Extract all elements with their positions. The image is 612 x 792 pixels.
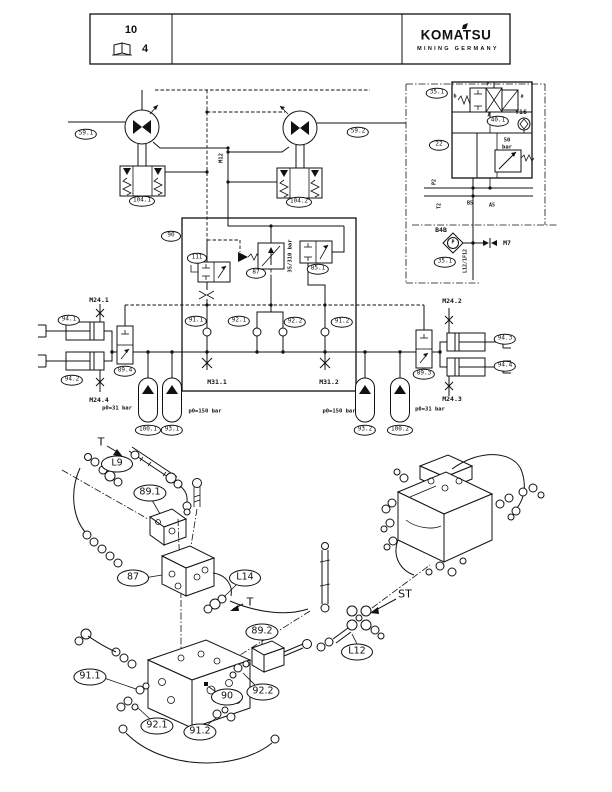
callout-94-3: 94.3 [493,333,517,345]
iso-callout-92-2: 92.2 [246,683,280,701]
callout-35-1-top: 35.1 [425,87,449,99]
callout-100-1: 100.1 [134,424,162,436]
manifold-block-90 [125,217,424,392]
label-port-p: P [486,81,490,88]
komatsu-logo-tick [462,23,468,29]
iso-callout-l12: L12 [341,643,373,661]
pump-left [68,90,228,166]
callout-87: 87 [246,267,266,279]
iso-st-fitting [316,542,431,652]
callout-94-4: 94.4 [493,360,517,372]
label-b4b-p: P [451,239,455,246]
label-m24-3: M24.3 [442,394,462,403]
label-m7: M7 [503,238,511,247]
label-35-310-bar: 35/310 bar [287,239,294,273]
callout-90: 90 [161,230,181,242]
label-p0-31-left: p0=31 bar [102,405,132,412]
pump-right [228,105,406,168]
callout-100-2: 100.2 [386,424,414,436]
label-m31-2: M31.2 [319,377,339,386]
callout-85-1: 85.1 [306,263,330,275]
callout-111: 111 [187,252,207,264]
callout-91-2: 91.2 [330,316,354,328]
accumulator-circuit [110,350,442,423]
iso-label-t-upper: T [97,435,105,449]
iso-label-st: ST [398,587,412,601]
callout-59-1: 59.1 [74,128,98,140]
label-m24-4: M24.4 [89,395,109,404]
brand-subtitle: MINING GERMANY [417,46,499,52]
callout-94-1: 94.1 [57,314,81,326]
callout-93-1: 93.1 [160,424,184,436]
label-b5: B5 [466,200,474,207]
brake-cylinders-left [38,304,134,392]
header-frame [89,13,511,65]
label-p0-150-left: p0=150 bar [188,408,222,415]
brake-right [228,167,323,199]
label-port-a: A [487,112,491,119]
manual-book-icon [112,42,132,56]
callout-91-1: 91.1 [184,315,208,327]
iso-manifold-90 [74,610,312,764]
header-book-page: 4 [141,43,149,55]
iso-callout-92-1: 92.1 [140,717,174,735]
label-y16: Y16 [515,107,527,116]
brake-cylinders-right [415,305,511,396]
iso-callout-87: 87 [117,569,149,587]
iso-label-t-lower: T [246,595,254,609]
iso-callout-90: 90 [211,688,243,706]
callout-104-1: 104.1 [128,195,156,207]
iso-callout-91-2: 91.2 [183,723,217,741]
label-p2: P2 [431,178,438,186]
iso-callout-89-1: 89.1 [133,484,167,502]
iso-callout-l9: L9 [101,455,133,473]
label-50: 50 [503,137,511,144]
label-m24-2: M24.2 [442,296,462,305]
label-p0-150-right: p0=150 bar [322,408,356,415]
iso-callout-89-2: 89.2 [245,623,279,641]
iso-callout-91-1: 91.1 [73,668,107,686]
iso-left-assembly [61,445,309,659]
brand-logo-text: KOMATSU [420,27,492,43]
iso-callout-l14: L14 [229,569,261,587]
header-page-number: 10 [124,24,138,36]
callout-59-2: 59.2 [346,126,370,138]
callout-89-4: 89.4 [113,365,137,377]
callout-92-1: 92.1 [227,315,251,327]
label-m31-1: M31.1 [207,377,227,386]
callout-104-2: 104.2 [285,196,313,208]
label-b4b: B4B [435,225,447,234]
label-sol-a: a [520,93,524,100]
label-sol-b: b [453,93,457,100]
label-t2: T2 [436,202,443,210]
callout-89-3: 89.3 [412,368,436,380]
callout-35-1-bottom: 35.1 [433,256,457,268]
label-p0-31-right: p0=31 bar [415,406,445,413]
callout-40-1: 40.1 [486,115,510,127]
brake-left [119,165,207,197]
label-m12: M12 [218,153,225,163]
label-a5: A5 [488,202,496,209]
iso-right-assembly [380,454,545,577]
label-bar: bar [502,144,512,151]
callout-92-2: 92.2 [283,316,307,328]
pump-control-lines [155,89,370,240]
pilot-valve-block [405,81,558,284]
callout-93-2: 93.2 [353,424,377,436]
label-m24-1: M24.1 [89,295,109,304]
label-l12-1f12: L12/1F12 [462,248,469,274]
callout-22: 22 [429,139,449,151]
callout-94-2: 94.2 [60,374,84,386]
